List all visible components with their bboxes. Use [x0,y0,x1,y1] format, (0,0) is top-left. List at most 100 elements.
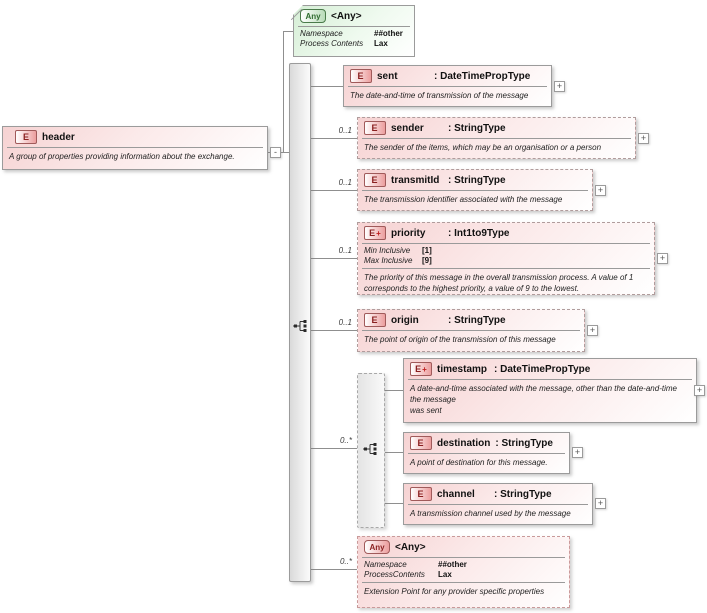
connector-line [311,569,357,570]
connector-line [311,448,357,449]
any-icon: Any [364,540,390,554]
divider [298,26,410,27]
divider [362,267,650,269]
any-box-bottom[interactable]: Any <Any> Namespace ##other ProcessConten… [357,536,570,608]
divider [362,138,631,139]
prop-value: Lax [438,570,452,580]
element-box-channel[interactable]: E channel : StringType A transmission ch… [403,483,593,525]
element-icon: E [364,313,386,327]
element-name: origin [391,314,419,326]
sequence-icon [363,443,377,455]
sequence-indicator[interactable] [289,63,311,582]
element-name: priority [391,227,426,239]
expand-button-sender[interactable]: + [638,133,649,144]
divider [408,379,692,380]
cardinality-sender: 0..1 [338,126,352,135]
prop-value: ##other [374,29,403,38]
any-name: <Any> [395,541,426,553]
divider [348,86,547,87]
element-box-priority[interactable]: E+ priority : Int1to9Type Min Inclusive [… [357,222,655,295]
element-description: A date-and-time associated with the mess… [410,384,677,416]
any-icon: Any [300,9,326,23]
sequence-icon [293,320,307,332]
divider [362,557,565,558]
expand-button-channel[interactable]: + [595,498,606,509]
element-icon: E [364,173,386,187]
element-description: The sender of the items, which may be an… [364,143,602,152]
cardinality-origin: 0..1 [338,318,352,327]
connector-line [311,330,357,331]
facet-properties: Min Inclusive [1] Max Inclusive [9] [358,245,654,267]
expand-button-sent[interactable]: + [554,81,565,92]
prop-label: ProcessContents [364,570,425,580]
prop-label: Process Contents [300,39,364,49]
element-title: E destination : StringType [404,433,569,452]
element-icon: E+ [364,226,386,240]
connector-line [311,138,357,139]
expand-button-timestamp[interactable]: + [694,385,705,396]
element-description: A group of properties providing informat… [9,152,235,161]
element-box-sender[interactable]: E sender : StringType The sender of the … [357,117,636,159]
any-name: <Any> [331,10,362,22]
element-icon: E+ [410,362,432,376]
element-type: : Int1to9Type [448,227,510,239]
element-description: A point of destination for this message. [410,458,548,467]
prop-value: Lax [374,39,388,49]
element-name: timestamp [437,363,488,375]
connector-line [311,190,357,191]
any-properties: Namespace ##other ProcessContents Lax [358,559,569,581]
element-box-sent[interactable]: E sent : DateTimePropType The date-and-t… [343,65,552,107]
element-box-transmitid[interactable]: E transmitId : StringType The transmissi… [357,169,593,211]
element-box-timestamp[interactable]: E+ timestamp : DateTimePropType A date-a… [403,358,697,423]
connector-line [283,31,284,152]
divider [362,581,565,583]
prop-label: Max Inclusive [364,256,413,266]
prop-value: [9] [422,256,432,266]
collapse-button-header[interactable]: - [270,147,281,158]
element-description: A transmission channel used by the messa… [410,509,571,518]
element-title: E+ priority : Int1to9Type [358,223,654,242]
expand-button-transmitid[interactable]: + [595,185,606,196]
element-box-header[interactable]: E header A group of properties providing… [2,126,268,170]
element-type: : StringType [448,174,506,186]
connector-line [311,86,343,87]
cardinality-group: 0..* [339,436,352,445]
expand-button-priority[interactable]: + [657,253,668,264]
element-name: transmitId [391,174,440,186]
element-icon: E [15,130,37,144]
element-icon: E [410,487,432,501]
element-box-origin[interactable]: E origin : StringType The point of origi… [357,309,585,352]
element-title: E sender : StringType [358,118,635,137]
element-type: : StringType [448,314,506,326]
cardinality-transmitid: 0..1 [338,178,352,187]
element-name: sent [377,70,398,82]
element-type: : StringType [495,437,553,449]
connector-line [385,503,403,504]
connector-line [385,390,403,391]
element-title: E origin : StringType [358,310,584,329]
prop-label: Min Inclusive [364,246,411,255]
element-description: The priority of this message in the over… [364,272,634,293]
prop-value: ##other [438,560,467,569]
connector-line [385,452,403,453]
any-box-top[interactable]: Any <Any> Namespace##other Process Conte… [293,5,415,57]
any-title: Any <Any> [358,537,569,556]
element-name: destination [437,437,491,449]
element-title: E transmitId : StringType [358,170,592,189]
any-title: Any <Any> [294,6,414,25]
connector-line [311,258,357,259]
expand-button-destination[interactable]: + [572,447,583,458]
expand-button-origin[interactable]: + [587,325,598,336]
divider [362,330,580,331]
sequence-group-indicator[interactable] [357,373,385,528]
prop-label: Namespace [364,560,407,569]
divider [362,190,588,191]
divider [7,147,263,148]
element-box-destination[interactable]: E destination : StringType A point of de… [403,432,570,474]
element-type: : StringType [494,488,552,500]
element-description: The transmission identifier associated w… [364,195,563,204]
cardinality-any: 0..* [339,557,352,566]
prop-value: [1] [422,246,432,255]
any-description: Extension Point for any provider specifi… [364,586,545,596]
